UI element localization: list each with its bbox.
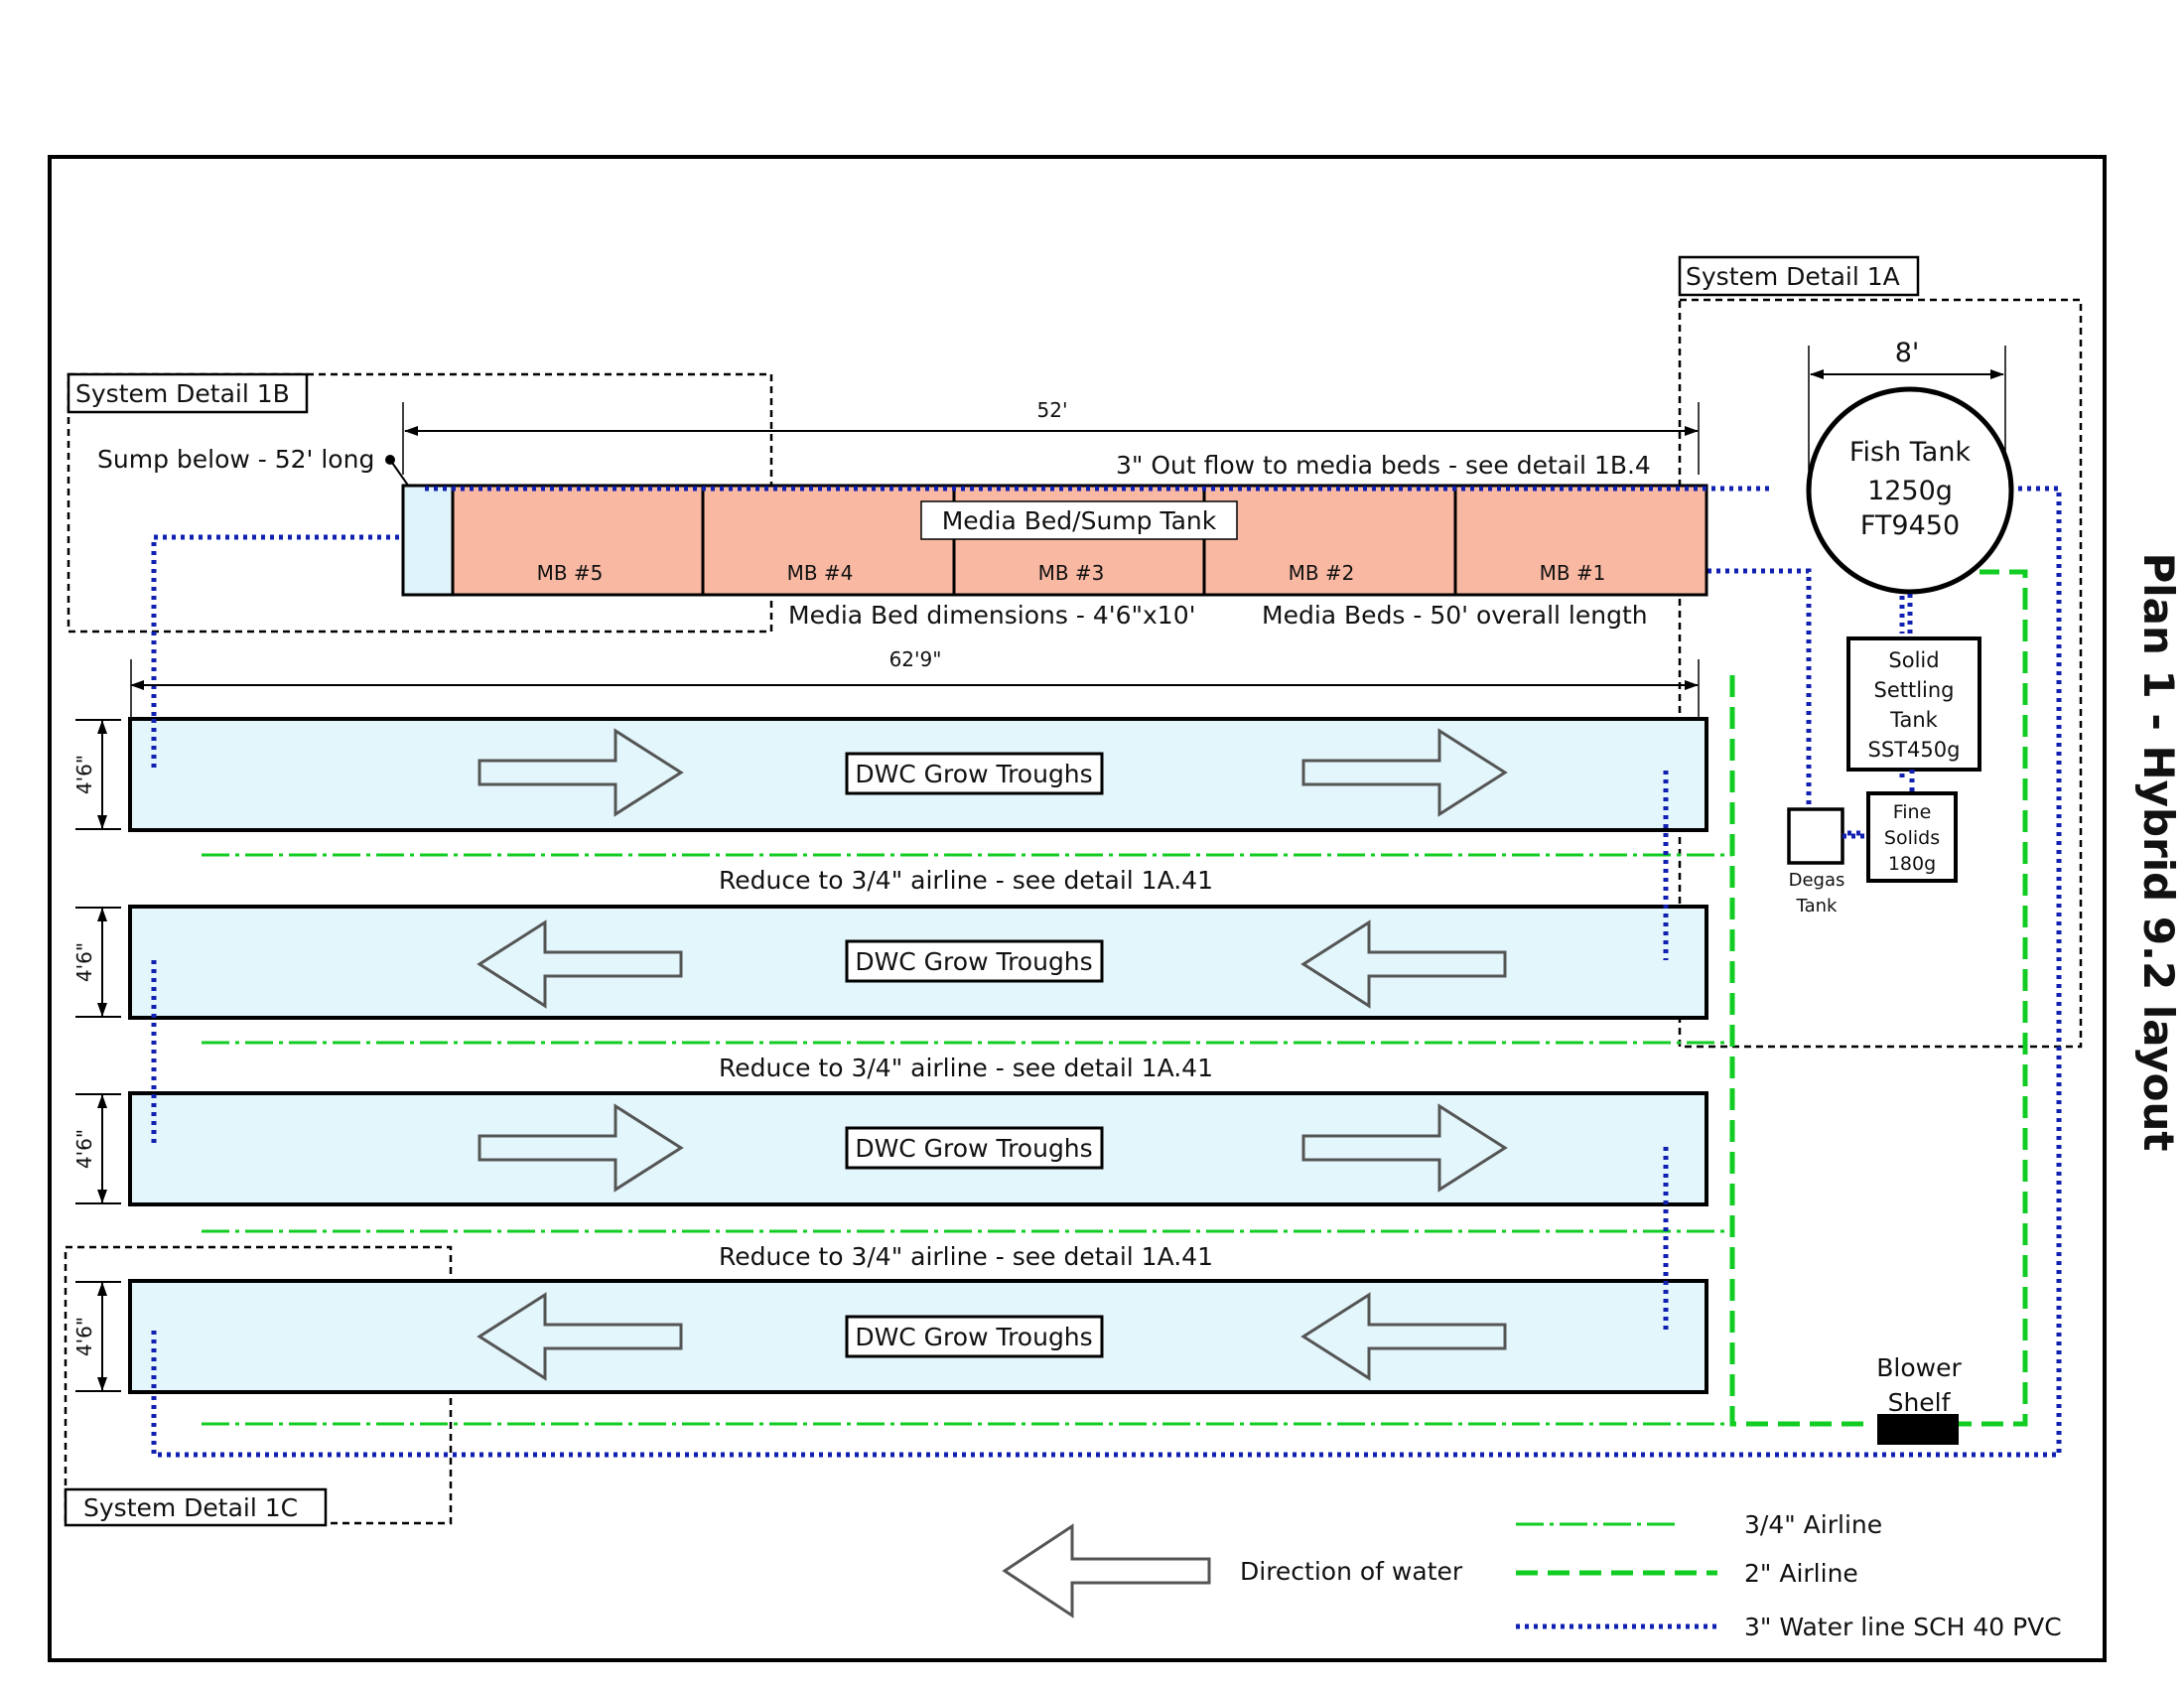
flow-arrows bbox=[477, 728, 1508, 1381]
detail-1c-label: System Detail 1C bbox=[83, 1493, 298, 1522]
detail-1c-box bbox=[64, 1245, 453, 1525]
detail-1b-box bbox=[67, 372, 773, 634]
blower-label: Blower bbox=[1876, 1353, 1962, 1382]
legend-airline-large-label: 2" Airline bbox=[1744, 1559, 1858, 1588]
trough-width-label: 4'6" bbox=[72, 1129, 96, 1169]
fine-solids-label: Fine bbox=[1893, 801, 1932, 823]
fine-solids-volume: 180g bbox=[1888, 853, 1936, 875]
dimension-label-629: 62'9" bbox=[889, 647, 942, 671]
trough-label: DWC Grow Troughs bbox=[855, 760, 1092, 788]
trough-width-label: 4'6" bbox=[72, 942, 96, 982]
legend-direction-label: Direction of water bbox=[1240, 1557, 1463, 1586]
trough-label: DWC Grow Troughs bbox=[855, 1323, 1092, 1351]
media-beds bbox=[451, 484, 1708, 597]
fish-tank-label: Fish Tank bbox=[1849, 437, 1972, 468]
media-bed-dimensions-label: Media Bed dimensions - 4'6"x10' bbox=[788, 601, 1196, 630]
media-bed-label: MB #2 bbox=[1289, 561, 1355, 585]
settling-tank-label: Tank bbox=[1889, 708, 1939, 732]
legend-airline-small-label: 3/4" Airline bbox=[1744, 1510, 1882, 1539]
flow-arrow-left bbox=[1300, 919, 1507, 1009]
flow-arrow-right bbox=[1301, 1103, 1508, 1193]
page-title: Plan 1 - Hybrid 9.2 layout bbox=[2134, 552, 2183, 1151]
settling-tank-label: Settling bbox=[1873, 678, 1954, 702]
trough-width-dims bbox=[75, 719, 121, 1392]
flow-arrow-left bbox=[1300, 1292, 1507, 1381]
reduce-airline-label: Reduce to 3/4" airline - see detail 1A.4… bbox=[719, 1242, 1213, 1271]
dimension-label-52: 52' bbox=[1037, 398, 1068, 422]
settling-tank-volume: SST450g bbox=[1868, 738, 1961, 762]
flow-arrow-right bbox=[1301, 728, 1508, 817]
legend-water-line-label: 3" Water line SCH 40 PVC bbox=[1744, 1613, 2062, 1641]
detail-1c-label-box bbox=[64, 1487, 328, 1527]
blower-label: Shelf bbox=[1888, 1388, 1952, 1417]
media-bed-label: MB #5 bbox=[537, 561, 604, 585]
detail-1a-label-box bbox=[1678, 255, 1920, 297]
media-bed-label: MB #4 bbox=[787, 561, 854, 585]
detail-1a-label: System Detail 1A bbox=[1686, 262, 1900, 291]
media-bed-label: MB #3 bbox=[1038, 561, 1105, 585]
degas-tank bbox=[1787, 807, 1844, 865]
fish-tank-volume: 1250g bbox=[1867, 476, 1953, 506]
fine-solids-tank bbox=[1866, 791, 1958, 883]
outer-frame bbox=[48, 155, 2107, 1662]
detail-1b-label-box bbox=[67, 372, 309, 414]
trough-width-label: 4'6" bbox=[72, 1317, 96, 1356]
media-bed-overall-label: Media Beds - 50' overall length bbox=[1262, 601, 1648, 630]
flow-arrow-left bbox=[477, 919, 683, 1009]
degas-tank-label: Degas bbox=[1789, 870, 1845, 891]
sump-tank bbox=[401, 484, 455, 597]
flow-arrow-right bbox=[478, 1103, 684, 1193]
trough-label: DWC Grow Troughs bbox=[855, 1134, 1092, 1163]
sump-below-label: Sump below - 52' long bbox=[97, 445, 374, 474]
reduce-airline-label: Reduce to 3/4" airline - see detail 1A.4… bbox=[719, 866, 1213, 895]
airlines-large bbox=[1729, 569, 2028, 1427]
media-bed-1 bbox=[1453, 484, 1708, 597]
legend-direction-arrow bbox=[1002, 1523, 1211, 1619]
trough-label: DWC Grow Troughs bbox=[855, 947, 1092, 976]
fish-tank-model: FT9450 bbox=[1860, 510, 1960, 541]
flow-arrow-left bbox=[477, 1292, 683, 1381]
fish-tank-dim-label: 8' bbox=[1895, 338, 1920, 368]
reduce-airline-label: Reduce to 3/4" airline - see detail 1A.4… bbox=[719, 1054, 1213, 1082]
degas-tank-label: Tank bbox=[1796, 896, 1838, 916]
flow-arrow-right bbox=[478, 728, 684, 817]
blower-shelf bbox=[1877, 1414, 1959, 1445]
media-bed-sump-label-box bbox=[920, 500, 1238, 540]
detail-1a-box bbox=[1678, 298, 2083, 1049]
settling-tank-label: Solid bbox=[1888, 648, 1939, 672]
outflow-label: 3" Out flow to media beds - see detail 1… bbox=[1116, 451, 1651, 480]
detail-1b-label: System Detail 1B bbox=[75, 379, 290, 408]
media-bed-label: MB #1 bbox=[1540, 561, 1606, 585]
trough-width-label: 4'6" bbox=[72, 755, 96, 794]
media-bed-sump-label: Media Bed/Sump Tank bbox=[942, 506, 1217, 535]
solid-settling-tank bbox=[1846, 636, 1981, 772]
airlines-small bbox=[202, 853, 1732, 1426]
fine-solids-label: Solids bbox=[1884, 827, 1940, 849]
fish-tank bbox=[1806, 386, 2014, 595]
